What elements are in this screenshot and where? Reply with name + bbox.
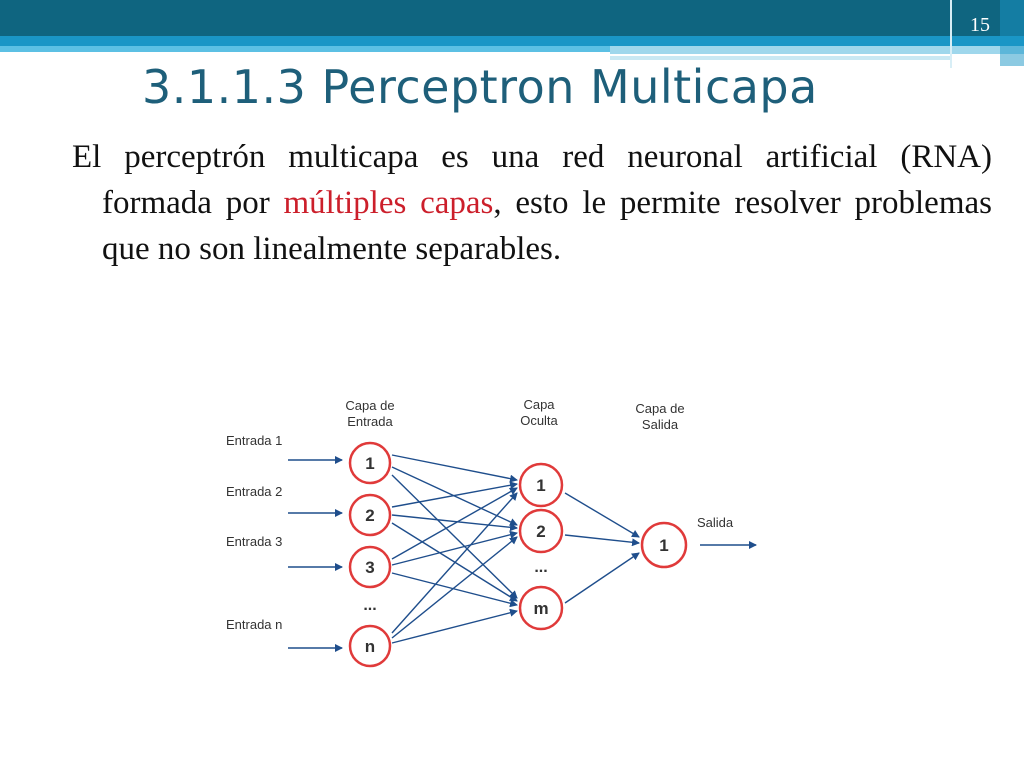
input-arrows bbox=[288, 456, 343, 652]
output-node-1-circle bbox=[640, 521, 688, 569]
input-node-1-circle bbox=[348, 441, 392, 485]
input-node-2: 2 bbox=[348, 493, 392, 537]
input-node-n-circle bbox=[348, 624, 392, 668]
input-node-2-circle bbox=[348, 493, 392, 537]
input-node-n: n bbox=[348, 624, 392, 668]
connection-in2-h2 bbox=[391, 514, 518, 532]
slide-title: 3.1.1.3 Perceptron Multicapa bbox=[142, 60, 818, 114]
output-label: Salida bbox=[697, 515, 734, 530]
input-label-2: Entrada 2 bbox=[226, 484, 282, 499]
input-hidden-connections bbox=[391, 454, 518, 644]
connection-h1-out bbox=[564, 492, 640, 538]
slide-page-number: 15 bbox=[970, 14, 990, 36]
connection-in2-h1 bbox=[391, 481, 518, 508]
hidden-layer-title-line1: Capa bbox=[523, 397, 555, 412]
hidden-node-1-label: 1 bbox=[536, 476, 545, 495]
connection-inn-hm bbox=[391, 608, 518, 644]
connection-in1-hm bbox=[391, 474, 518, 599]
hidden-node-2-label: 2 bbox=[536, 522, 545, 541]
input-node-3-label: 3 bbox=[365, 558, 374, 577]
top-header-bar bbox=[0, 0, 1024, 68]
input-node-3: 3 bbox=[348, 545, 392, 589]
connection-hm-out bbox=[564, 552, 640, 604]
hidden-node-m: m bbox=[518, 585, 564, 631]
hidden-node-m-label: m bbox=[533, 599, 548, 618]
hidden-node-m-circle bbox=[518, 585, 564, 631]
connection-inn-h2 bbox=[391, 536, 518, 639]
perceptron-diagram: Capa de Entrada Capa Oculta Capa de Sali… bbox=[226, 397, 757, 668]
body-paragraph: El perceptrón multicapa es una red neuro… bbox=[72, 134, 992, 272]
paragraph-text-end: , esto le permite resolver problemas que… bbox=[102, 185, 992, 267]
hidden-layer-title-line2: Oculta bbox=[520, 413, 558, 428]
connection-in3-h1 bbox=[391, 487, 518, 560]
connection-in3-hm bbox=[391, 572, 518, 608]
highlighted-text: múltiples capas bbox=[283, 185, 494, 221]
connection-in1-h1 bbox=[391, 454, 518, 483]
input-label-n: Entrada n bbox=[226, 617, 282, 632]
input-ellipsis: ... bbox=[363, 597, 376, 614]
hidden-node-1-circle bbox=[518, 462, 564, 508]
input-node-n-label: n bbox=[365, 637, 375, 656]
output-layer-title-line1: Capa de bbox=[635, 401, 684, 416]
input-node-1: 1 bbox=[348, 441, 392, 485]
hidden-node-2-circle bbox=[518, 508, 564, 554]
input-label-1: Entrada 1 bbox=[226, 433, 282, 448]
hidden-node-1: 1 bbox=[518, 462, 564, 508]
input-layer-title-line1: Capa de bbox=[345, 398, 394, 413]
hidden-output-connections bbox=[564, 492, 640, 604]
paragraph-text-start: El perceptrón multicapa es una red neuro… bbox=[72, 139, 992, 221]
output-node-1-label: 1 bbox=[659, 536, 668, 555]
input-layer-title-line2: Entrada bbox=[347, 414, 393, 429]
hidden-ellipsis: ... bbox=[534, 559, 547, 576]
input-label-3: Entrada 3 bbox=[226, 534, 282, 549]
hidden-node-2: 2 bbox=[518, 508, 564, 554]
connection-in3-h2 bbox=[391, 530, 518, 566]
output-node-1: 1 bbox=[640, 521, 688, 569]
connection-inn-h1 bbox=[391, 492, 518, 634]
connection-h2-out bbox=[564, 534, 640, 547]
input-node-2-label: 2 bbox=[365, 506, 374, 525]
input-node-3-circle bbox=[348, 545, 392, 589]
output-layer-title-line2: Salida bbox=[642, 417, 679, 432]
input-node-1-label: 1 bbox=[365, 454, 374, 473]
